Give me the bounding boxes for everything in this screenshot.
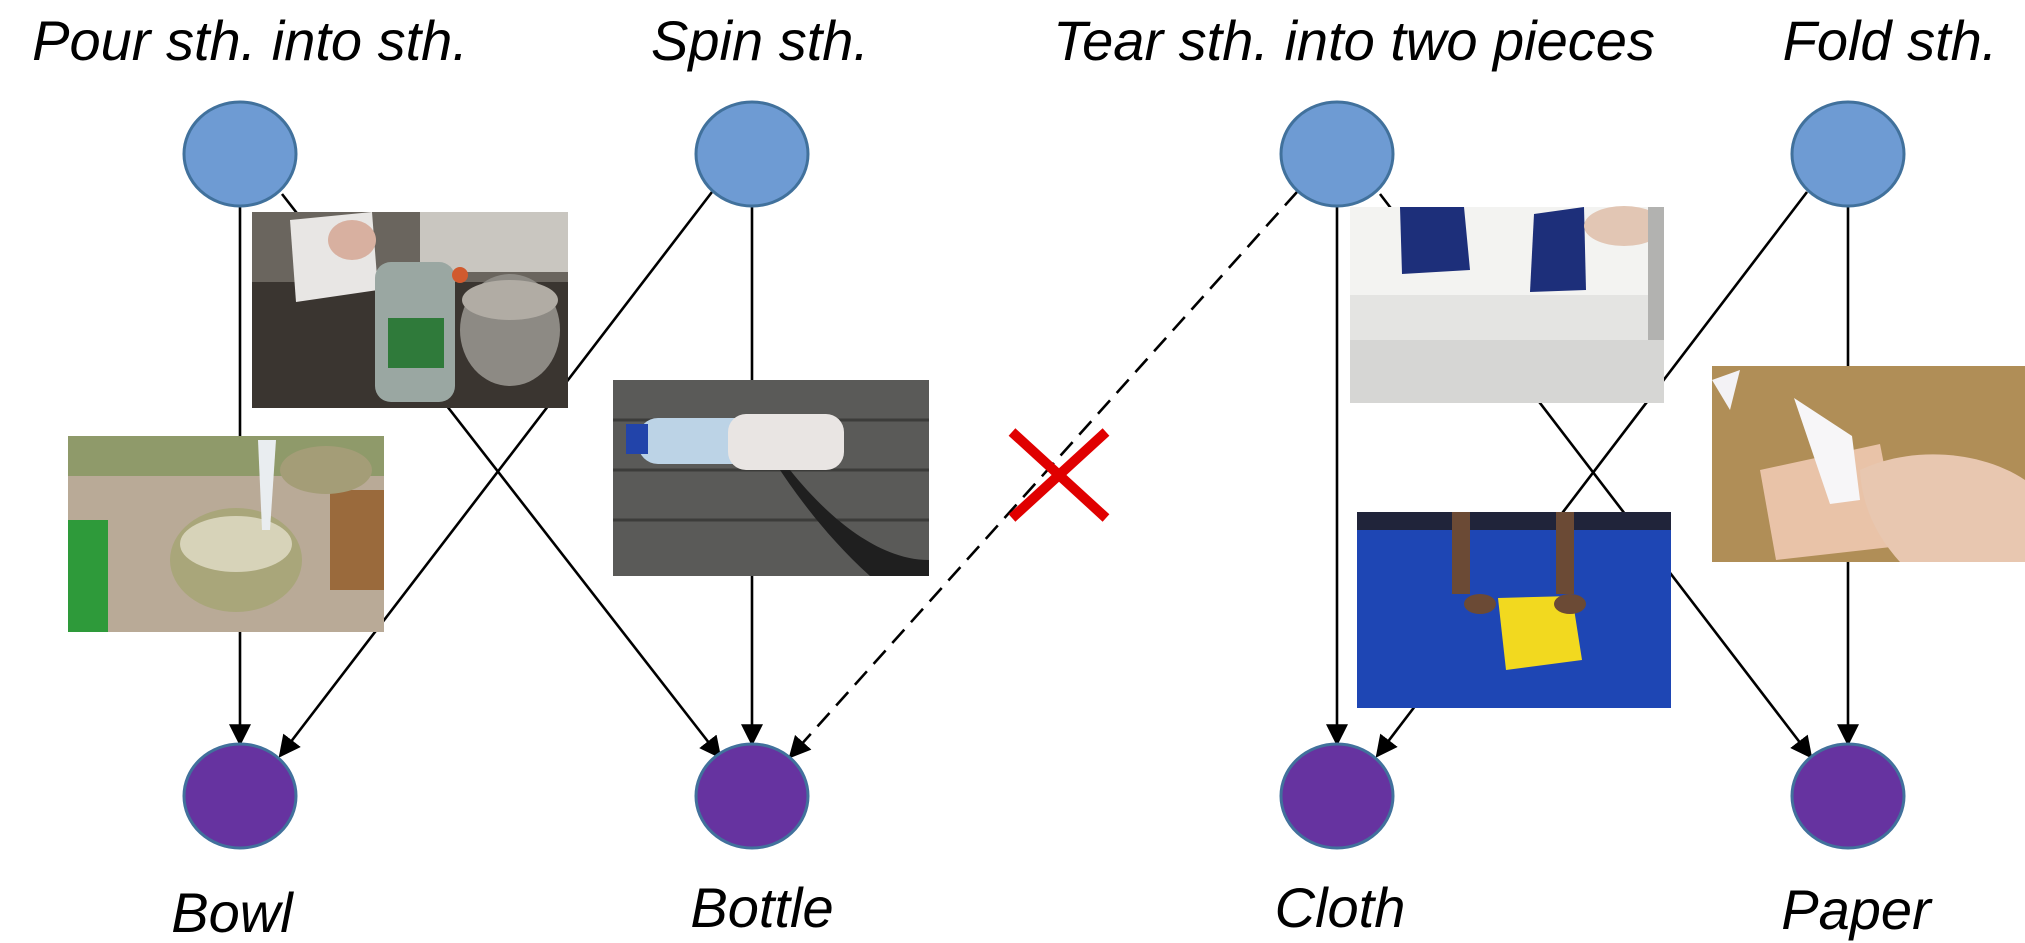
invalid-x-mark: [1008, 428, 1110, 522]
action-labels: Pour sth. into sth. Spin sth. Tear sth. …: [32, 9, 1997, 72]
label-object-bowl: Bowl: [171, 881, 294, 943]
thumbnail-tear-paper: [1350, 206, 1664, 403]
thumbnail-fold-paper: [1712, 366, 2025, 562]
thumbnail-fold-cloth: [1357, 512, 1671, 708]
node-action-spin: [694, 100, 810, 208]
thumbnail-pour-into-bottle: [252, 212, 568, 408]
edge-spin-bowl: [278, 191, 714, 758]
label-object-paper: Paper: [1781, 878, 1933, 941]
edge-tear-bottle-invalid: [788, 191, 1298, 759]
node-action-fold: [1790, 100, 1906, 208]
thumbnail-pour-into-bowl: [68, 436, 384, 632]
node-object-cloth: [1279, 742, 1395, 850]
node-object-paper: [1790, 742, 1906, 850]
action-nodes: [182, 100, 1906, 208]
thumbnail-spin-bottle: [613, 380, 929, 576]
label-action-fold: Fold sth.: [1783, 9, 1998, 72]
label-action-spin: Spin sth.: [651, 9, 869, 72]
object-nodes: [182, 742, 1906, 850]
label-action-pour: Pour sth. into sth.: [32, 9, 468, 72]
label-object-bottle: Bottle: [690, 876, 833, 939]
node-object-bowl: [182, 742, 298, 850]
object-labels: Bowl Bottle Cloth Paper: [171, 876, 1933, 943]
node-action-tear: [1279, 100, 1395, 208]
node-action-pour: [182, 100, 298, 208]
label-action-tear: Tear sth. into two pieces: [1053, 9, 1655, 72]
node-object-bottle: [694, 742, 810, 850]
label-object-cloth: Cloth: [1275, 876, 1406, 939]
